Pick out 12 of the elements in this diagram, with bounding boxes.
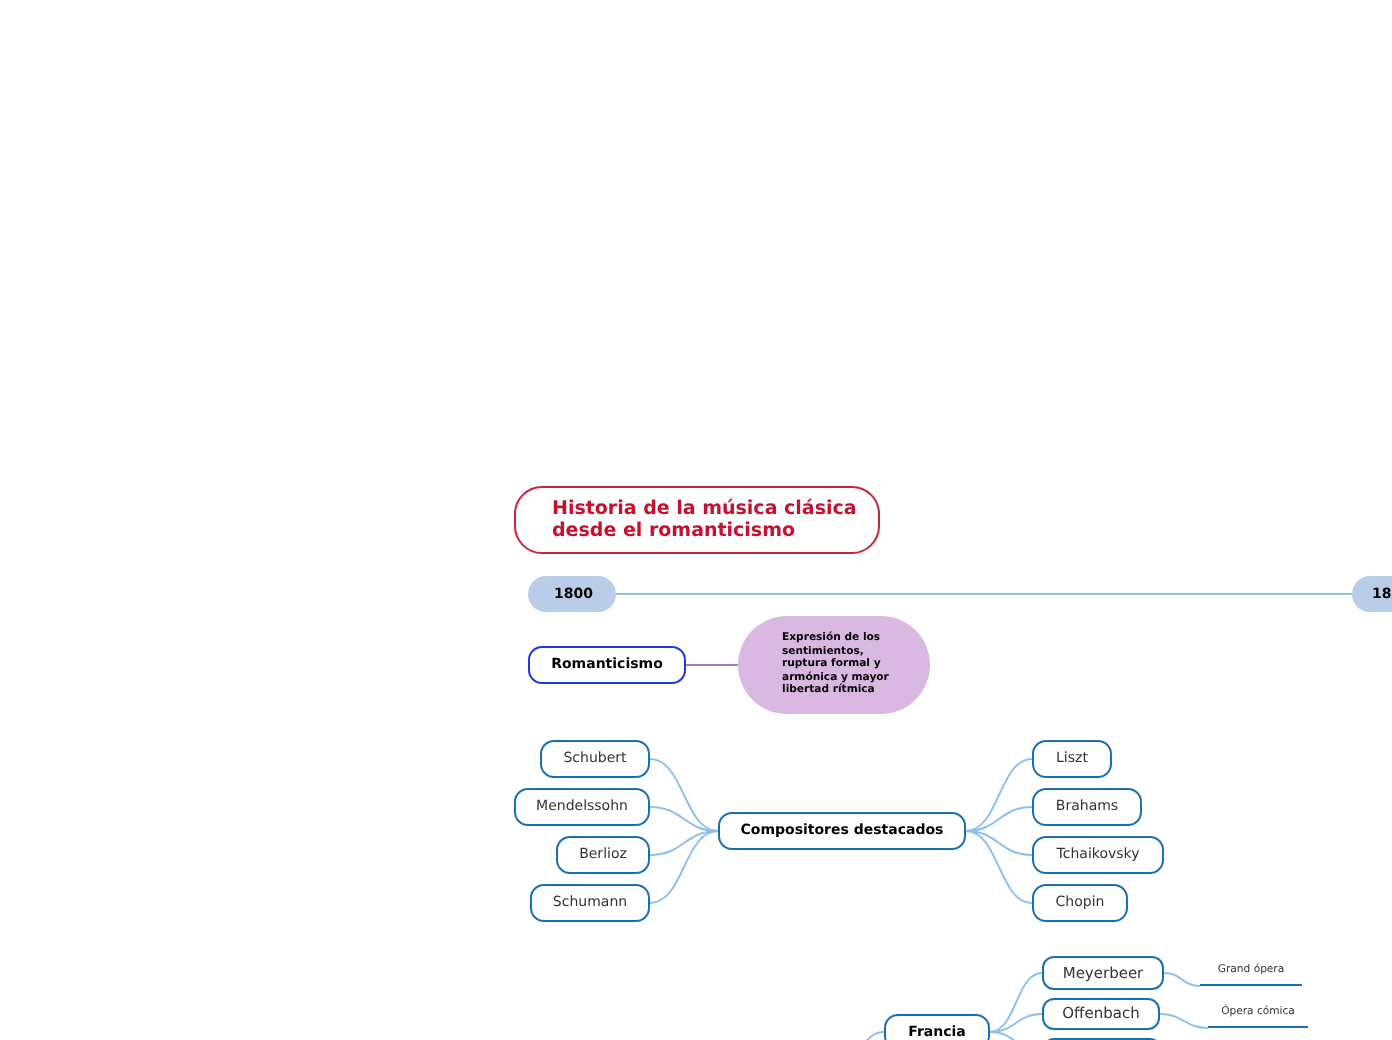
connector-line (1159, 1013, 1209, 1029)
connector-line (965, 830, 1033, 856)
connector-line (615, 593, 1353, 595)
connector-line (685, 664, 739, 666)
connector-line (989, 972, 1043, 1033)
connector-line (649, 830, 719, 856)
connector-line (965, 758, 1033, 832)
connector-line (1163, 972, 1201, 987)
title-box: Historia de la música clásica desde el romanticismo (514, 486, 880, 554)
connector-line (965, 830, 1033, 904)
connector-line (649, 830, 719, 904)
connector-line (649, 758, 719, 832)
